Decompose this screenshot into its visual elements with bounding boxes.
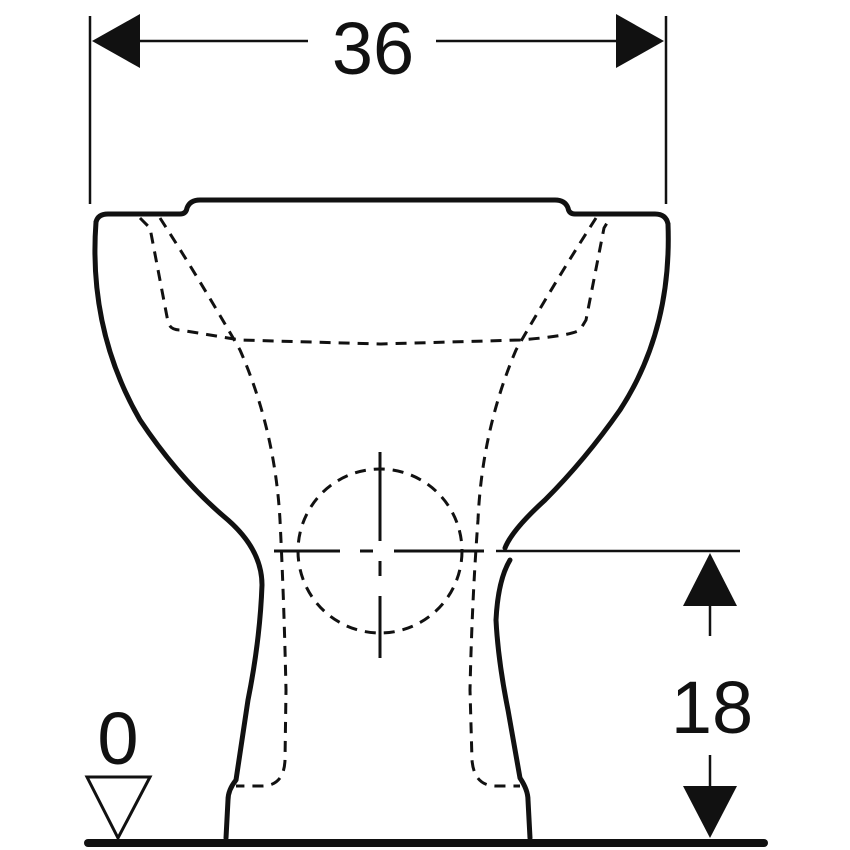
bowl-rim-outline — [93, 197, 671, 227]
arrow-up-icon — [683, 553, 737, 606]
arrow-left-icon — [92, 14, 140, 68]
bowl-outline-right-lower — [493, 557, 533, 841]
arrow-down-icon — [683, 786, 737, 838]
hidden-trapway-left — [158, 217, 288, 788]
arrow-right-icon — [616, 14, 664, 68]
bowl-outline-left — [92, 219, 265, 841]
floor-level-label: 0 — [97, 697, 138, 780]
height-dimension-label: 18 — [671, 666, 753, 749]
hidden-inner-bowl — [138, 216, 612, 346]
hidden-trapway-right — [468, 217, 598, 788]
width-dimension-label: 36 — [332, 7, 414, 90]
bowl-outline-right-upper — [502, 221, 671, 551]
floor-level-triangle-icon — [84, 775, 153, 842]
